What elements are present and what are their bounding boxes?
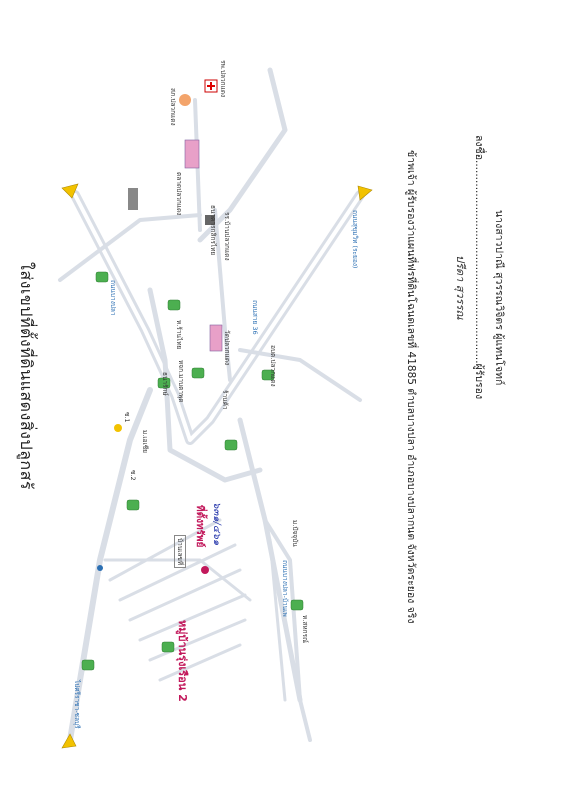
plot-number: ๖๓๑/๔๖๑ [211,502,222,546]
tree-icon [191,367,205,379]
label-market: ตลาดปลวกแดง [175,172,183,216]
road-right-1 [238,348,362,402]
bank-building [205,215,215,225]
small-blue-marker [97,565,103,571]
village-name: หมู่บ้านรุ่งเรือน 2 [176,620,189,702]
temple-building [209,324,223,352]
hospital-cross-icon [207,82,215,90]
target-location-marker [201,566,209,574]
arrow-top-right [357,185,373,201]
village-road-e [148,618,247,662]
village-road-c [128,568,242,622]
label-shop9: ซ.1 [123,412,131,423]
tree-icon [95,271,109,283]
road-curve-mid [147,287,263,483]
arrow-top-left [61,183,79,199]
road-network [58,67,365,743]
label-shop3: ธนารักษ์ [161,372,169,396]
label-temple: วัดปลวกแดง [223,330,231,366]
label-shop2: หจก.มาบตาพุด [177,360,185,403]
page-title: ใส่งเขปที่ตั้งที่ดินแสดงสิ่งปลูกสร้ [17,262,36,490]
label-police: สภ.ปลวกแดง [169,88,177,126]
village-road-f [158,643,242,682]
arrow-bottom-left [61,733,77,749]
label-shop10: ซ.2 [129,470,137,481]
signer-printed-name: นางสาวปาณี สุวรรณวิจิตร ผู้แทนโจทก์ [493,210,505,386]
road-bottom-right [263,518,312,742]
label-bank: ธนาคารกสิกรไทย [209,205,217,256]
highway-upper-center [73,193,362,442]
label-shop7: ม.ปัจจุบัน [291,520,299,547]
tree-icon [126,499,140,511]
label-shop8: ห.สหกรณ์ [301,615,309,644]
road-mid-vertical [213,208,232,382]
road-lower-left-2 [103,558,252,602]
label-road-lower: ถนนสาย 36 [251,300,259,335]
village-road-d [138,593,247,642]
label-hospital: รพ.ปลวกแดง [219,60,227,98]
school-building [128,188,138,210]
label-shop5: อบต.ปลวกแดง [269,345,277,387]
signature-line: ลงชื่อ..................................… [473,135,485,400]
label-school: รร.บ้านปลวกแดง [223,212,231,261]
village-road-a [108,518,222,582]
road-left-1 [58,213,202,282]
declaration-text: ข้าพเจ้า ผู้รับรองว่าแผนที่ฟรที่ดินโฉนดเ… [405,150,417,624]
label-shop4: ร้านค้า [221,390,229,410]
label-road-left: ไปศรีราชา-ชลบุรี [73,680,81,729]
village-road-b [118,543,237,602]
label-road-mid: ถนนบางปลา [109,280,117,316]
tree-icon [161,641,175,653]
tree-icon [224,439,238,451]
tree-icon [157,377,171,389]
small-yellow-marker [114,424,122,432]
tree-icon [261,369,275,381]
label-road-upper: ถนนสุขุมวิท (ระยอง) [351,210,359,269]
tree-icon [290,599,304,611]
tree-icon [81,659,95,671]
label-shop1: ห.ร้านไทย [175,320,183,350]
label-road-bottom: ถนนบางปลา-บ้านเพ [281,560,289,617]
tree-icon [167,299,181,311]
road-bottom-blue-line [268,538,287,702]
road-lower-left [67,387,153,743]
police-icon [179,94,191,106]
house-number-box: บ้านเลขที่ [174,535,186,569]
label-shop6: ม.เอเชีย [141,430,149,453]
signature-handwriting: ปรีดา สุวรรณ [454,255,467,320]
tree-icons [81,271,304,671]
market-building [184,139,200,169]
target-label: ที่ตั้งทรัพย์ [194,505,205,548]
